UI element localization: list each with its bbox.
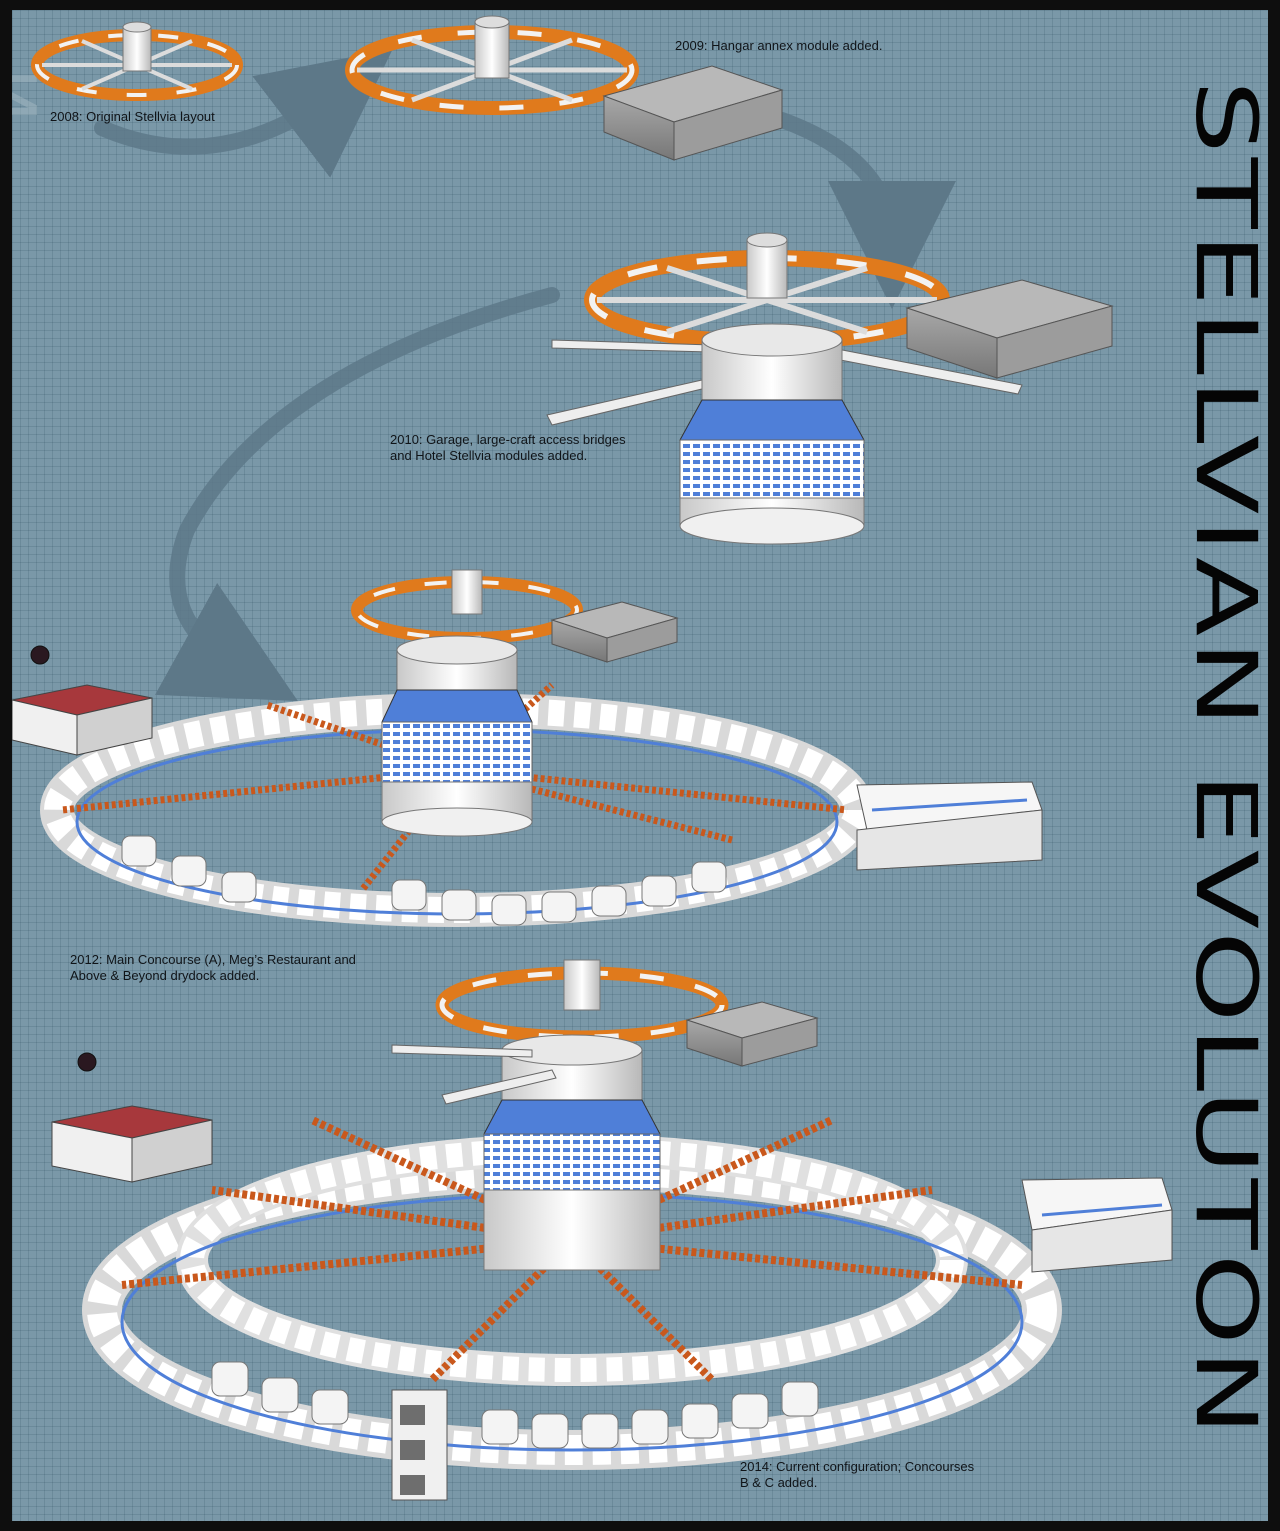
progression-arrows — [94, 49, 956, 702]
stage-2009-caption: 2009: Hangar annex module added. — [675, 38, 882, 54]
stage-2014-caption: 2014: Current configuration; Concourses … — [740, 1459, 974, 1491]
stage-2012-caption: 2012: Main Concourse (A), Meg’s Restaura… — [70, 952, 356, 984]
caption-line: 2014: Current configuration; Concourses — [740, 1459, 975, 1474]
caption-line: 2010: Garage, large-craft access bridges — [390, 432, 626, 447]
stage-2010-illustration — [546, 232, 1023, 545]
arrow-2009-to-2010 — [774, 112, 956, 309]
diagram-canvas: STELLVIAN EVOLUTON — [12, 10, 1268, 1521]
arrow-2008-to-2009 — [94, 49, 393, 178]
stage-2009-illustration — [345, 15, 639, 115]
caption-line: 2008: Original Stellvia layout — [50, 109, 215, 124]
caption-line: and Hotel Stellvia modules added. — [390, 448, 588, 463]
caption-line: B & C added. — [740, 1475, 818, 1490]
stage-2008-caption: 2008: Original Stellvia layout — [50, 109, 215, 125]
station-illustration — [12, 15, 1173, 1501]
stage-2010-caption: 2010: Garage, large-craft access bridges… — [390, 432, 626, 464]
hangar-2010 — [905, 279, 1114, 379]
hangar-annex-2009 — [602, 65, 784, 161]
title-text: STELLVIAN EVOLUTON — [1177, 80, 1268, 1440]
caption-line: 2009: Hangar annex module added. — [675, 38, 883, 53]
arrow-2010-to-2012 — [154, 287, 560, 702]
title-vertical: STELLVIAN EVOLUTON — [1162, 80, 1268, 1480]
stage-2012-illustration — [12, 569, 1043, 927]
stage-2014-illustration — [51, 959, 1173, 1501]
caption-line: Above & Beyond drydock added. — [70, 968, 260, 983]
caption-line: 2012: Main Concourse (A), Meg’s Restaura… — [70, 952, 356, 967]
stage-2008-illustration — [31, 21, 243, 101]
